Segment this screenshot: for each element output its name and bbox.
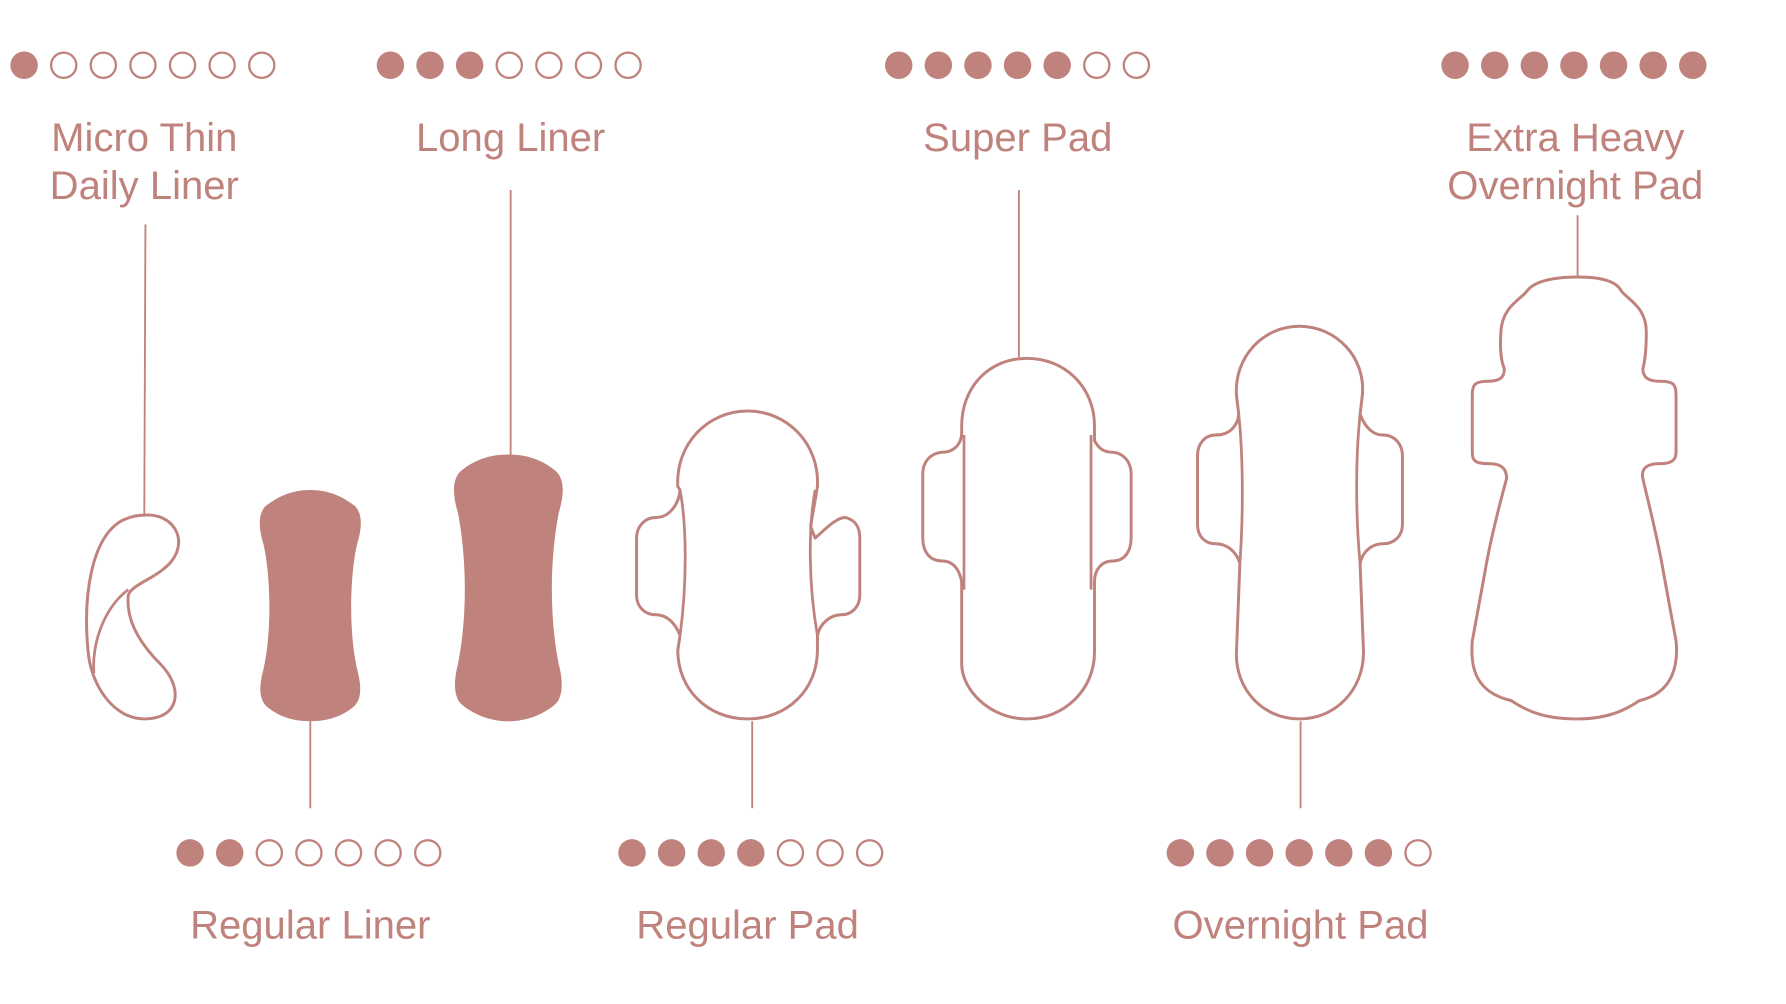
filled-dot [964, 51, 992, 79]
extra-heavy-overnight-pad-shape [1470, 275, 1678, 721]
label-regular-pad: Regular Pad [636, 904, 859, 948]
filled-dot [618, 839, 646, 867]
filled-dot [1480, 51, 1509, 79]
filled-dot [1520, 51, 1549, 79]
empty-dot [208, 51, 236, 79]
filled-dot [1285, 839, 1313, 867]
filled-dot [455, 51, 484, 79]
absorbency-rating-extra-heavy [1441, 51, 1707, 79]
empty-dot [255, 839, 284, 867]
empty-dot [295, 839, 323, 867]
regular-liner-shape [259, 489, 361, 722]
empty-dot [614, 51, 642, 79]
label-extra-heavy-line1: Extra Heavy [1466, 116, 1684, 160]
filled-dot [1364, 839, 1393, 867]
empty-dot [374, 839, 402, 867]
filled-dot [176, 839, 204, 867]
empty-dot [1083, 51, 1111, 79]
filled-dot [1679, 51, 1707, 79]
filled-dot [376, 51, 405, 79]
long-liner-shape [453, 454, 563, 722]
absorbency-rating-overnight-pad [1166, 839, 1432, 867]
absorbency-rating-super-pad [884, 51, 1151, 79]
empty-dot [855, 839, 884, 867]
empty-dot [535, 51, 563, 79]
filled-dot [1206, 839, 1234, 867]
filled-dot [1639, 51, 1667, 79]
overnight-pad-shape [1196, 324, 1404, 721]
leader-line-micro-thin [143, 224, 147, 516]
filled-dot [1599, 51, 1628, 79]
filled-dot [657, 839, 686, 867]
label-super-pad: Super Pad [923, 116, 1112, 160]
filled-dot [1245, 839, 1274, 867]
empty-dot [168, 51, 197, 79]
empty-dot [1122, 51, 1151, 79]
filled-dot [924, 51, 953, 79]
regular-pad-shape [635, 409, 862, 721]
filled-dot [697, 839, 725, 867]
absorbency-rating-regular-pad [618, 839, 884, 867]
filled-dot [737, 839, 765, 867]
super-pad-shape [921, 356, 1133, 721]
empty-dot [1404, 839, 1432, 867]
filled-dot [1325, 839, 1353, 867]
empty-dot [89, 51, 118, 79]
label-micro-thin-line1: Micro Thin [51, 116, 237, 160]
label-micro-thin-line2: Daily Liner [50, 164, 239, 208]
filled-dot [884, 51, 913, 79]
empty-dot [574, 51, 603, 79]
empty-dot [816, 839, 844, 867]
empty-dot [776, 839, 805, 867]
empty-dot [334, 839, 363, 867]
absorbency-rating-long-liner [376, 51, 642, 79]
label-overnight-pad: Overnight Pad [1173, 904, 1429, 948]
empty-dot [495, 51, 523, 79]
absorbency-rating-regular-liner [176, 839, 442, 867]
filled-dot [1166, 839, 1195, 867]
empty-dot [129, 51, 157, 79]
empty-dot [414, 839, 442, 867]
filled-dot [10, 51, 38, 79]
absorbency-ratings [10, 51, 1707, 867]
filled-dot [1441, 51, 1469, 79]
empty-dot [248, 51, 276, 79]
label-long-liner: Long Liner [416, 116, 605, 160]
label-regular-liner: Regular Liner [190, 904, 430, 948]
label-extra-heavy-line2: Overnight Pad [1447, 164, 1703, 208]
filled-dot [215, 839, 244, 867]
absorbency-rating-micro-thin [10, 51, 276, 79]
filled-dot [1560, 51, 1588, 79]
empty-dot [49, 51, 78, 79]
micro-thin-liner-shape [85, 513, 181, 721]
filled-dot [1043, 51, 1071, 79]
filled-dot [416, 51, 444, 79]
filled-dot [1003, 51, 1032, 79]
